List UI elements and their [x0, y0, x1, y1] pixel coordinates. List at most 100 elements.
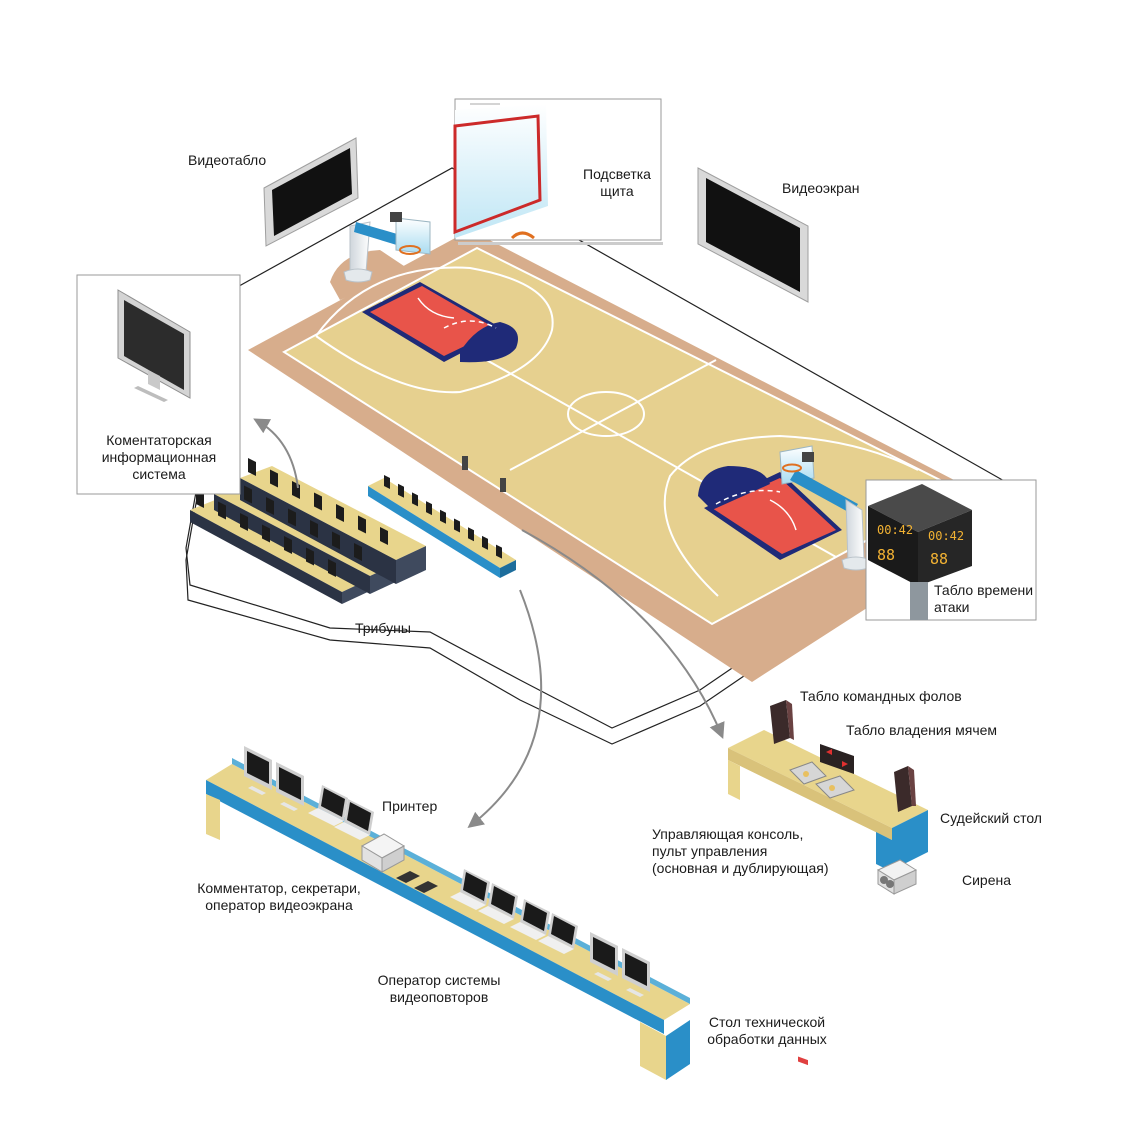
- label-replay-operator-line1: Оператор системы: [377, 972, 501, 988]
- shot-clock-digits-right: 88: [930, 550, 948, 568]
- stand-seat: [248, 458, 256, 476]
- stands: [190, 458, 426, 604]
- stand-seat: [262, 524, 270, 543]
- monitor-screen: [593, 937, 615, 970]
- stand-seat: [336, 504, 344, 522]
- courtside-chair: [468, 527, 474, 542]
- label-siren: Сирена: [962, 872, 1012, 888]
- label-commentator-secretaries-line1: Комментатор, секретари,: [197, 880, 361, 896]
- label-replay-operator: Оператор системы видеоповторов: [370, 972, 508, 1006]
- label-tech-table-line1: Стол технической: [708, 1014, 826, 1030]
- label-commentator-secretaries-line2: оператор видеоэкрана: [205, 897, 353, 913]
- label-commentator-system-line3: система: [132, 466, 186, 482]
- arrow-to-tech-table: [467, 589, 543, 828]
- label-possession: Табло владения мячем: [846, 722, 998, 738]
- label-replay-operator-line2: видеоповторов: [389, 989, 489, 1005]
- label-tech-table: Стол технической обработки данных: [702, 1014, 832, 1048]
- label-commentator-secretaries: Комментатор, секретари, оператор видеоэк…: [190, 880, 368, 914]
- courtside-chair: [482, 535, 488, 550]
- label-team-fouls: Табло командных фолов: [800, 688, 962, 704]
- label-video-screen: Видеоэкран: [782, 180, 860, 196]
- center-circle: [567, 391, 645, 437]
- monitor-screen: [247, 751, 269, 784]
- label-control-console: Управляющая консоль, пульт управления (о…: [652, 826, 828, 877]
- stand-seat: [354, 543, 362, 561]
- courtside-chair: [496, 544, 502, 559]
- stand-seat: [284, 536, 292, 554]
- stand-seat: [218, 501, 226, 520]
- tech-data-table: [206, 746, 690, 1080]
- label-backboard-light-line1: Подсветка: [583, 166, 651, 182]
- laptop-base: [450, 892, 486, 910]
- shot-clock-time-left: 00:42: [877, 523, 913, 537]
- video-scoreboard: [263, 137, 359, 247]
- laptop-screen: [463, 872, 487, 901]
- label-shot-clock-line1: Табло времени: [934, 582, 1034, 598]
- siren: [876, 859, 918, 895]
- keyboard: [626, 988, 644, 997]
- paint-right: [698, 466, 842, 560]
- half-court-line: [509, 359, 717, 471]
- tablet: [414, 881, 438, 893]
- laptop-screen: [551, 916, 575, 945]
- label-video-scoreboard: Видеотабло: [188, 152, 267, 168]
- stand-seat: [314, 492, 322, 511]
- printer: [360, 833, 406, 873]
- stand-seat: [328, 559, 336, 577]
- keyboard: [248, 786, 266, 795]
- label-control-console-line3: (основная и дублирующая): [652, 860, 829, 876]
- laptop-base: [334, 822, 370, 840]
- laptop-screen: [523, 902, 547, 931]
- label-shot-clock: Табло времени атаки: [934, 582, 1033, 616]
- callout-backboard-light: [453, 98, 663, 245]
- courtside-chair: [384, 475, 390, 489]
- label-shot-clock-line2: атаки: [934, 599, 970, 615]
- stand-seat: [244, 485, 252, 504]
- stand-seat: [306, 547, 314, 566]
- label-printer: Принтер: [382, 798, 438, 814]
- label-backboard-light-line2: щита: [600, 183, 634, 199]
- label-stands: Трибуны: [355, 620, 411, 636]
- label-backboard-light: Подсветка щита: [578, 166, 656, 200]
- label-judges-table: Судейский стол: [940, 810, 1042, 826]
- courtside-chair: [398, 483, 404, 498]
- monitor-screen: [279, 767, 301, 800]
- courtside-chair: [426, 501, 432, 516]
- laptop-screen: [491, 886, 515, 915]
- courtside-table: [368, 456, 516, 578]
- label-control-console-line1: Управляющая консоль,: [652, 826, 804, 842]
- laptop-base: [478, 906, 514, 924]
- tablet: [396, 871, 420, 883]
- label-control-console-line2: пульт управления: [652, 843, 768, 859]
- three-point-arc-right: [663, 434, 919, 597]
- label-commentator-system-line1: Коментаторская: [106, 432, 212, 448]
- hoop-left: [343, 212, 431, 283]
- video-screen: [697, 167, 809, 303]
- laptop-screen: [347, 802, 371, 831]
- laptop-base: [308, 808, 344, 826]
- judges-table: [728, 700, 928, 1066]
- three-point-arc-left: [315, 266, 554, 394]
- label-commentator-system: Коментаторская информационная система: [82, 432, 236, 483]
- possession-display: [820, 744, 854, 774]
- shot-clock-digits-left: 88: [877, 546, 895, 564]
- paint-left: [362, 282, 518, 363]
- arrow-to-judges-table: [521, 529, 725, 739]
- label-commentator-system-line2: информационная: [101, 449, 217, 465]
- monitor-screen: [625, 953, 647, 986]
- stand-seat: [270, 469, 278, 488]
- laptop-base: [510, 922, 546, 940]
- team-fouls-display-left: [770, 700, 794, 744]
- stand-seat: [288, 508, 296, 527]
- laptop-base: [538, 936, 574, 954]
- stand-seat: [380, 527, 388, 545]
- shot-clock-time-right: 00:42: [928, 529, 964, 543]
- courtside-chair: [440, 509, 446, 524]
- control-consoles: [789, 761, 855, 1066]
- courtside-chair: [454, 518, 460, 533]
- team-fouls-display-right: [894, 766, 916, 812]
- courtside-chair: [412, 492, 418, 507]
- label-tech-table-line2: обработки данных: [707, 1031, 827, 1047]
- stand-seat: [332, 531, 340, 550]
